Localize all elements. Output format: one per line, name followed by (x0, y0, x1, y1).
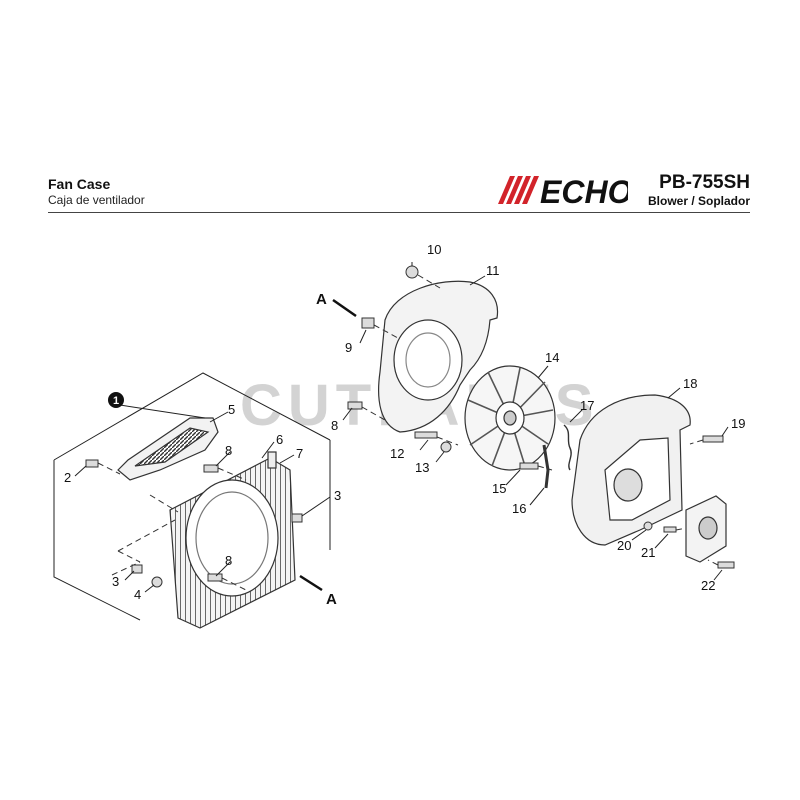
callout-20: 20 (617, 538, 631, 553)
part-12-bolt (414, 431, 438, 439)
part-17-spring (542, 424, 572, 489)
ref-a-top-label: A (316, 291, 327, 308)
callout-6: 6 (276, 432, 283, 447)
callout-11: 11 (486, 263, 500, 278)
leader-lines (74, 262, 729, 593)
assembly-badge-number: 1 (113, 395, 119, 407)
callout-8-bottom: 8 (225, 553, 232, 568)
echo-logo: ECHO (498, 174, 628, 210)
callout-15: 15 (492, 481, 506, 496)
header-divider (48, 212, 750, 213)
callout-18: 18 (683, 376, 697, 391)
page-title: Fan Case (48, 176, 111, 192)
part-5-cover (117, 417, 219, 481)
page-subtitle: Caja de ventilador (48, 193, 145, 207)
callout-12: 12 (390, 446, 404, 461)
callout-2: 2 (64, 470, 71, 485)
assembly-badge (108, 392, 124, 408)
callout-4: 4 (134, 587, 141, 602)
part-9-spacer (361, 317, 375, 329)
callout-3-left: 3 (112, 574, 119, 589)
callout-8-right: 8 (331, 418, 338, 433)
part-10-nut (405, 265, 419, 279)
callout-3-right: 3 (334, 488, 341, 503)
callout-17: 17 (580, 398, 594, 413)
part-2-screw (85, 459, 99, 468)
callout-19: 19 (731, 416, 745, 431)
part-8-screw (347, 401, 363, 410)
callout-16: 16 (512, 501, 526, 516)
callout-7: 7 (296, 446, 303, 461)
part-15-screw (519, 462, 539, 470)
part-18-rear-case (571, 394, 691, 546)
part-13-washer (440, 441, 452, 453)
callout-10: 10 (427, 242, 441, 257)
callout-22: 22 (701, 578, 715, 593)
part-3b-screw (131, 564, 143, 574)
part-7-housing (169, 451, 296, 629)
ref-a-bottom-label: A (326, 591, 337, 608)
part-19-bolt (702, 435, 724, 443)
part-4-nut (151, 576, 163, 588)
fasteners (85, 265, 735, 588)
callout-13: 13 (415, 460, 429, 475)
part-20-pin (643, 521, 653, 531)
reference-arrows (299, 298, 357, 592)
model-number: PB-755SH (659, 172, 750, 193)
part-3a-screw (291, 513, 303, 523)
part-8c-screw (207, 573, 223, 582)
part-8a-screw (203, 464, 219, 473)
callout-21: 21 (641, 545, 655, 560)
callout-14: 14 (545, 350, 559, 365)
brand-wordmark: ECHO (540, 174, 628, 210)
part-22-screw (717, 561, 735, 569)
part-22-bracket (685, 495, 727, 563)
callout-8-top: 8 (225, 443, 232, 458)
assembly-outline (53, 372, 331, 621)
part-11-fan-case (378, 280, 499, 433)
part-14-fan (464, 365, 556, 471)
alignment-lines (97, 274, 719, 591)
callout-9: 9 (345, 340, 352, 355)
part-21-screw (663, 526, 677, 533)
callout-5: 5 (228, 402, 235, 417)
model-subtitle: Blower / Soplador (647, 194, 750, 208)
